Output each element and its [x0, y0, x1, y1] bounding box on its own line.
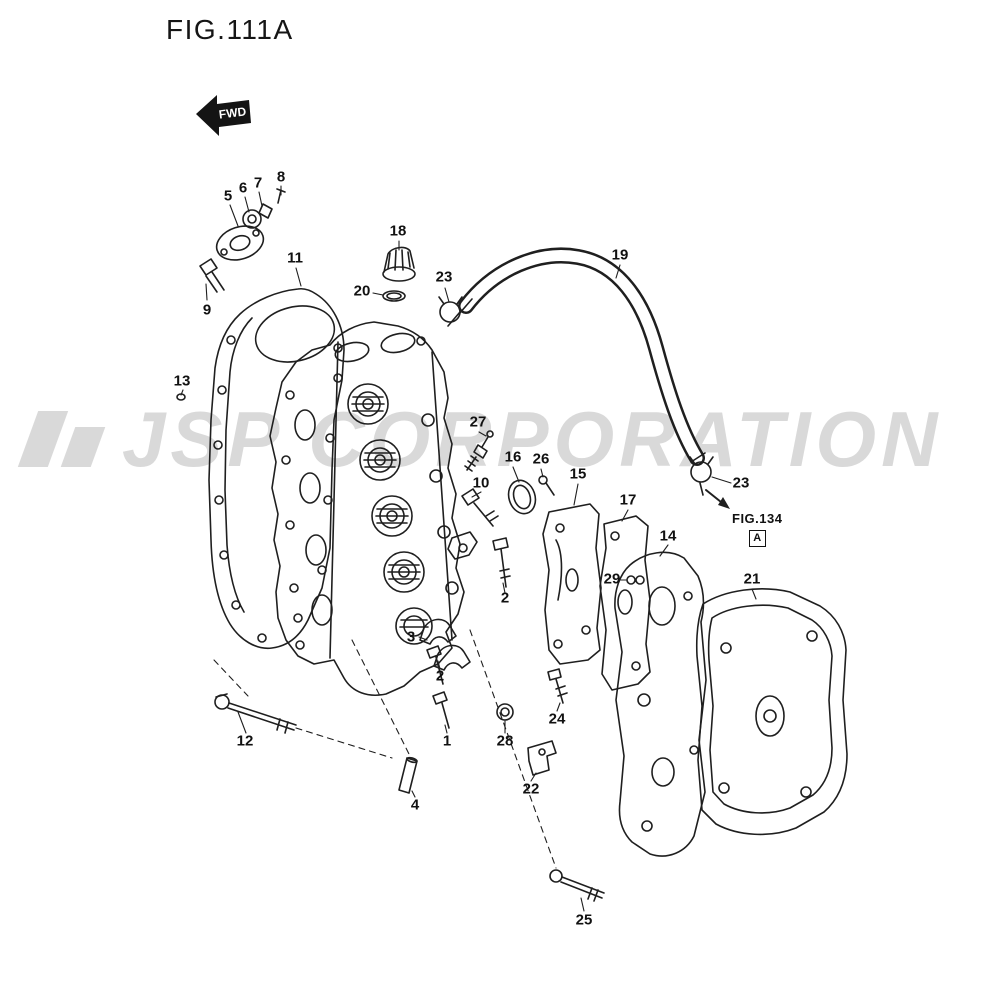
part-21-outer-cover	[695, 588, 848, 836]
part-18-filler-cap	[382, 246, 416, 282]
part-23-clamp-lower	[689, 456, 714, 496]
part-3-cam-caps	[419, 618, 471, 671]
part-7-fitting	[258, 203, 273, 219]
part-6-thermostat-cap	[242, 209, 262, 229]
valve-spring	[359, 439, 401, 481]
fig134-arrow-icon	[705, 489, 730, 509]
part-14-inner-cover	[614, 551, 707, 857]
part-10-bolt	[447, 488, 499, 560]
part-28-plug	[496, 703, 514, 721]
part-1-bolt	[432, 691, 450, 729]
fwd-arrow-icon: FWD	[196, 95, 251, 136]
part-2-bolt-upper	[492, 537, 511, 588]
cylinder-head-block	[269, 321, 465, 696]
valve-spring	[395, 607, 433, 645]
part-27-spark-plug	[464, 430, 494, 472]
part-24-bolt	[547, 668, 568, 704]
part-11-head-gasket	[208, 287, 345, 649]
part-23-clamp-upper	[438, 296, 463, 323]
part-15-gasket-plate	[542, 503, 602, 665]
valve-spring	[371, 495, 413, 537]
part-29-grommet	[626, 575, 636, 585]
part-9-bolt	[199, 258, 225, 293]
part-4-dowel-pin	[398, 756, 418, 794]
part-20-o-ring	[382, 290, 406, 302]
valve-spring	[383, 551, 425, 593]
part-22-anode	[527, 740, 557, 776]
part-17-plate	[599, 515, 651, 691]
part-12-bolt	[214, 693, 297, 734]
part-19-water-hose	[447, 247, 706, 466]
callout-leaders	[180, 185, 757, 912]
construction-lines	[213, 629, 557, 869]
figure-title: FIG.111A	[166, 14, 294, 45]
figure-reference: FIG.134 A	[732, 511, 782, 547]
valve-spring	[347, 383, 389, 425]
figure-reference-box-letter: A	[748, 530, 766, 547]
part-5-thermostat-flange	[215, 225, 265, 261]
part-25-bolt	[549, 869, 605, 902]
svg-text:FWD: FWD	[218, 104, 247, 121]
part-26-screw	[538, 475, 555, 496]
figure-reference-label: FIG.134	[732, 511, 783, 526]
part-16-seal	[507, 479, 537, 515]
part-2-bolt-lower	[426, 645, 444, 685]
